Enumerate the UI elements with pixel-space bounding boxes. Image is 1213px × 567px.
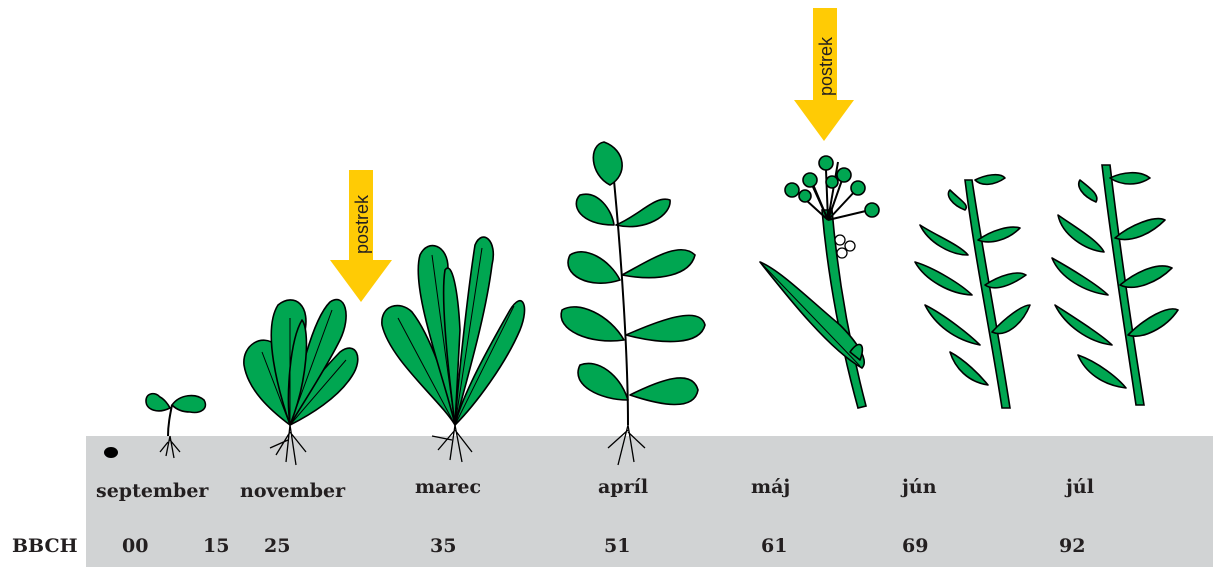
- month-label-jun: jún: [902, 478, 937, 497]
- bbch-row-label: BBCH: [12, 537, 78, 556]
- flower-icon: [835, 235, 855, 258]
- month-label-maj: máj: [751, 478, 790, 497]
- pod-plant-june-icon: [915, 175, 1030, 408]
- elongating-plant-icon: [382, 237, 525, 462]
- bbch-code: 51: [604, 537, 630, 556]
- bbch-code: 61: [761, 537, 787, 556]
- seedling-icon: [146, 394, 205, 458]
- month-label-marec: marec: [415, 478, 481, 497]
- month-label-jul: júl: [1066, 478, 1094, 497]
- bbch-code: 92: [1059, 537, 1085, 556]
- flowering-plant-icon: [760, 156, 879, 408]
- month-label-september: september: [96, 482, 208, 501]
- bbch-code: 35: [430, 537, 456, 556]
- rosette-plant-icon: [244, 300, 358, 465]
- bbch-code: 69: [902, 537, 928, 556]
- month-label-april: apríl: [598, 478, 648, 497]
- bbch-code: 25: [264, 537, 290, 556]
- month-label-november: november: [240, 482, 345, 501]
- bbch-code: 15: [203, 537, 229, 556]
- bbch-code: 00: [122, 537, 148, 556]
- budding-plant-icon: [561, 142, 705, 465]
- pod-plant-july-icon: [1052, 165, 1178, 405]
